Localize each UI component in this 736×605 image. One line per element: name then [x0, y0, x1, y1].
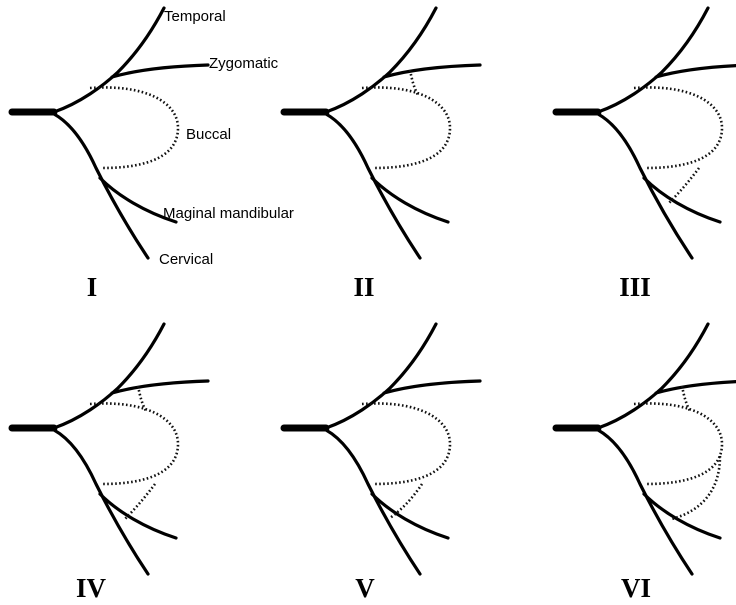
panel-IV — [12, 324, 208, 574]
panel-III — [556, 8, 736, 258]
panel-label-I: I — [87, 272, 98, 302]
panel-label-VI: VI — [621, 573, 651, 603]
label-marginal-mandibular: Maginal mandibular — [163, 205, 294, 222]
label-temporal: Temporal — [164, 8, 226, 25]
panel-label-V: V — [355, 573, 375, 603]
label-buccal: Buccal — [186, 126, 231, 143]
panel-II — [284, 8, 480, 258]
panel-label-IV: IV — [76, 573, 107, 603]
panel-label-III: III — [619, 272, 651, 302]
label-zygomatic: Zygomatic — [209, 55, 279, 72]
label-cervical: Cervical — [159, 251, 213, 268]
panel-VI — [556, 324, 736, 574]
panel-V — [284, 324, 480, 574]
panel-label-II: II — [353, 272, 374, 302]
